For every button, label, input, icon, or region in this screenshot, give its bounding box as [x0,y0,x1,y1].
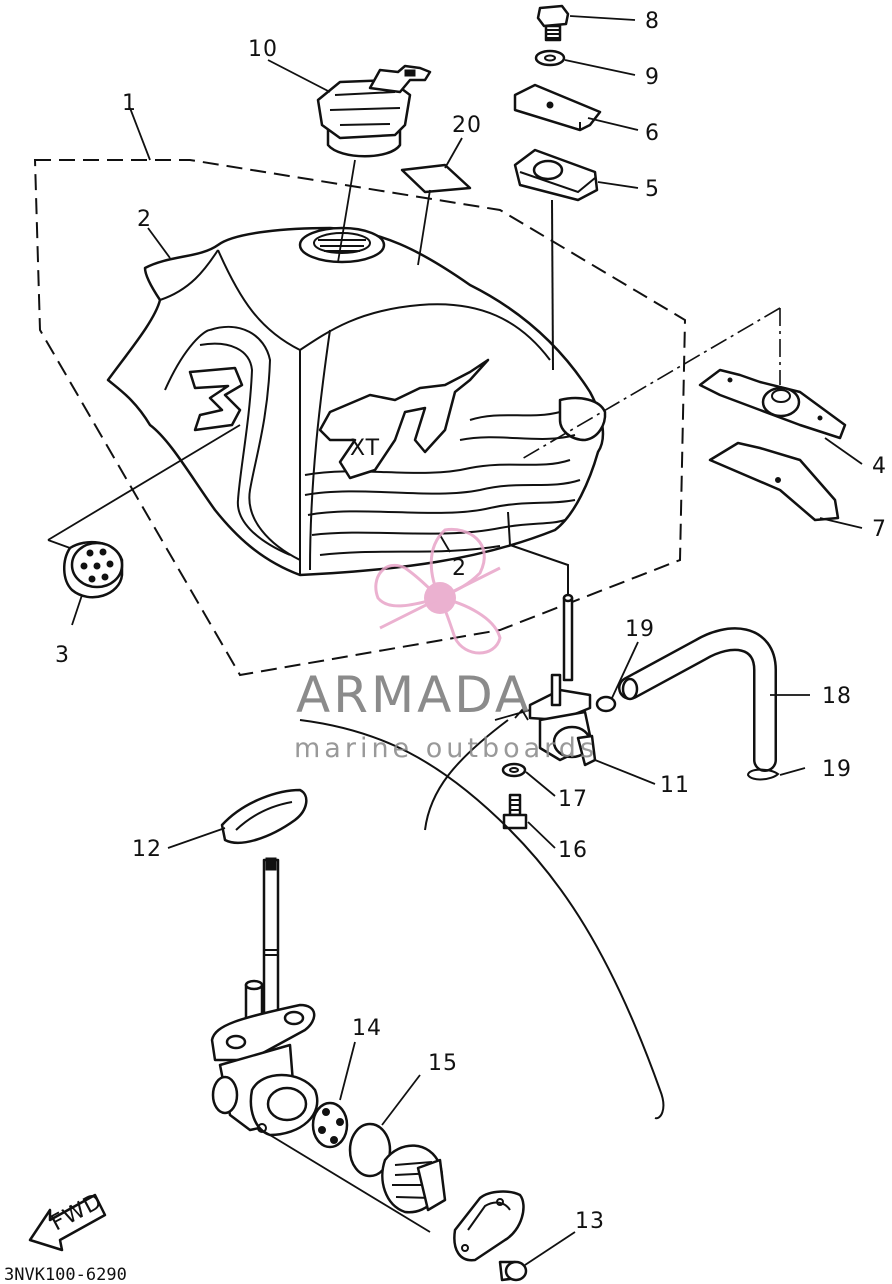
callout-11: 11 [660,773,690,798]
fuel-cock-detail [210,857,431,1233]
propeller-icon [374,527,502,655]
part-8-bolt [536,4,570,42]
callout-5: 5 [645,177,660,202]
callout-6: 6 [645,121,660,146]
part-13-screw [498,1260,528,1282]
fwd-arrow: FWD [28,1189,107,1252]
part-19-clip-upper [595,695,617,713]
part-10-fuel-cap [316,64,432,263]
callout-2-tank: 2 [137,207,152,232]
callout-9: 9 [645,65,660,90]
xt-logo: XT [318,358,490,480]
callout-12: 12 [132,837,162,862]
callout-8: 8 [645,9,660,34]
part-4-rear-bracket [698,368,847,440]
xt-logo-text: XT [350,436,380,461]
part-16-screw [502,793,528,830]
watermark-brand: ARMADA [296,666,532,724]
part-5-damper [513,148,599,371]
callout-14: 14 [352,1016,382,1041]
callout-16: 16 [558,838,588,863]
callout-19-upper: 19 [625,617,655,642]
cover-plate [453,1190,525,1262]
diagram-code: 3NVK100-6290 [4,1265,127,1284]
part-19-clip-lower [746,768,780,781]
part-7-rear-plate [708,441,840,522]
part-15-o-ring [348,1122,392,1178]
callout-15: 15 [428,1051,458,1076]
part-11-fuel-cock [528,593,597,767]
callout-3: 3 [55,643,70,668]
assembly-outline [33,159,687,677]
part-20-label [400,163,472,194]
callout-17: 17 [558,787,588,812]
callout-7: 7 [872,517,887,542]
part-14-gasket [311,1101,349,1149]
part-9-washer [534,49,566,67]
fuel-cock-lever [381,1144,447,1214]
callout-10: 10 [248,37,278,62]
callout-20: 20 [452,113,482,138]
watermark-tagline: marine outboards [294,733,598,764]
watermark-logo: ARMADA marine outboards [294,527,598,764]
callout-2-lower: 2 [452,556,467,581]
part-18-fuel-hose [618,627,777,772]
part-17-washer [501,762,527,778]
callout-1: 1 [122,91,137,116]
detail-sweep-curve [299,719,665,1120]
callout-4: 4 [872,454,887,479]
callout-18: 18 [822,684,852,709]
callout-13: 13 [575,1209,605,1234]
part-12-filter [220,788,308,845]
part-3-damper [47,424,241,599]
callout-19-lower: 19 [822,757,852,782]
part-6-bracket [513,83,602,132]
